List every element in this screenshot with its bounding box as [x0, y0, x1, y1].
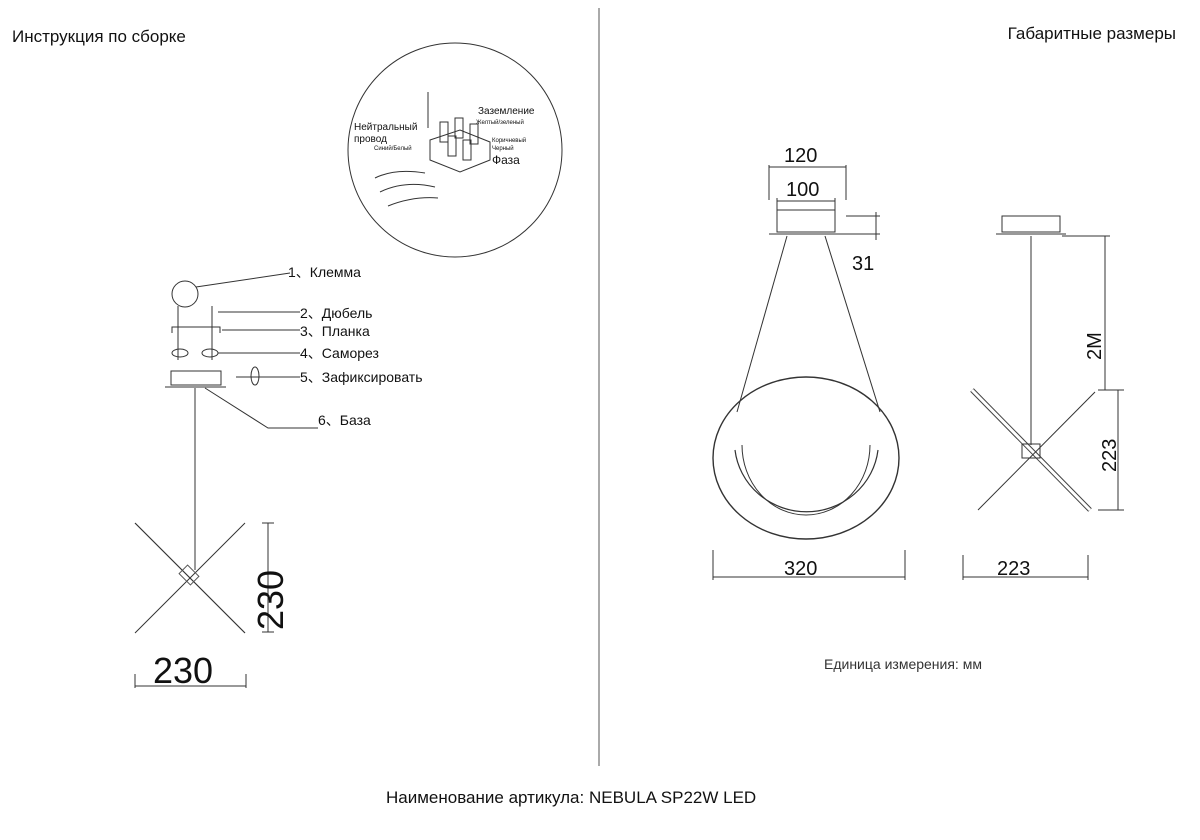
cable-length-dim: 2M [1084, 332, 1106, 360]
right-title: Габаритные размеры [1007, 24, 1176, 43]
step-3: 3、Планка [300, 323, 370, 339]
article-name: Наименование артикула: NEBULA SP22W LED [386, 788, 757, 807]
step-5: 5、Зафиксировать [300, 369, 423, 385]
side-view [962, 215, 1124, 580]
canopy-inner-dim: 100 [786, 179, 819, 201]
left-width-dim: 230 [153, 650, 213, 691]
front-view [712, 165, 906, 580]
phase-label: Фаза [492, 153, 520, 167]
side-height-dim: 223 [1099, 439, 1121, 472]
phase-colors-2: Черный [492, 145, 514, 152]
left-height-dim: 230 [250, 570, 291, 630]
neutral-label-2: провод [354, 134, 387, 145]
canopy-height-dim: 31 [852, 253, 874, 275]
neutral-label: Нейтральный [354, 122, 417, 133]
step-4: 4、Саморез [300, 345, 379, 361]
canopy-outer-dim: 120 [784, 145, 817, 167]
ring-width-dim: 320 [784, 558, 817, 580]
ground-label: Заземление [478, 106, 535, 117]
wiring-detail: Нейтральный провод Синий/Белый Заземлени… [347, 42, 563, 258]
phase-colors-1: Коричневый [492, 137, 526, 144]
side-width-dim: 223 [997, 558, 1030, 580]
step-1: 1、Клемма [288, 264, 361, 280]
step-6: 6、База [318, 412, 371, 428]
unit-note: Единица измерения: мм [824, 656, 982, 672]
ground-colors: Желтый/зеленый [476, 119, 524, 126]
neutral-colors: Синий/Белый [374, 145, 412, 152]
step-2: 2、Дюбель [300, 305, 372, 321]
assembly-diagram [134, 272, 318, 688]
left-title: Инструкция по сборке [12, 27, 186, 46]
